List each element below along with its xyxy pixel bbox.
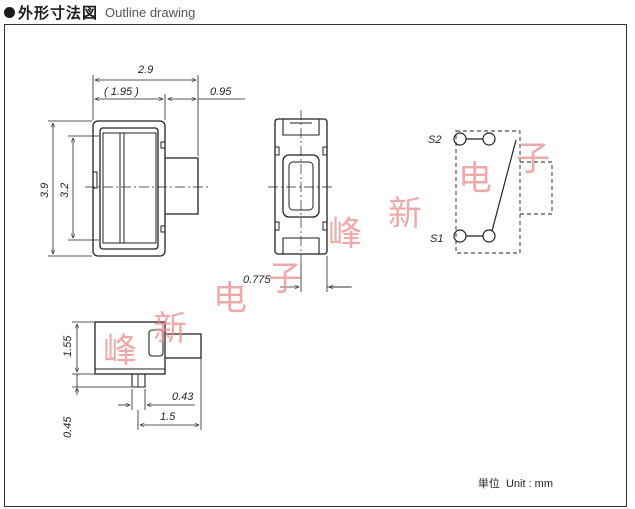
unit-note: 単位 Unit : mm [475,475,553,491]
label-side-height: 1.55 [62,335,74,357]
switch-contact-lever [491,139,517,232]
dimension-width-body [95,94,245,120]
title-english: Outline drawing [105,4,196,20]
drawing-header: 外形寸法図 Outline drawing [4,2,195,22]
label-width-actuator: 0.95 [210,86,232,98]
watermark-char-7: 电 [213,279,247,319]
watermark-char-8: 子 [268,259,302,299]
dimension-width-total [92,75,199,156]
unit-label-en: Unit : mm [505,478,553,490]
label-width-total: 2.9 [137,64,153,76]
top-view [85,120,210,257]
label-side-length: 1.5 [160,411,176,423]
dimension-side-length [137,358,202,430]
label-height-total: 3.9 [39,183,51,198]
dimension-side-height [72,321,94,375]
label-actuator-offset: 0.775 [243,274,271,286]
side-view-body [94,321,166,375]
label-width-body: ( 1.95 ) [104,86,139,98]
side-view-actuator [165,333,202,359]
watermark-char-5: 峰 [103,331,137,371]
label-s1: S1 [430,233,443,245]
title-japanese: 外形寸法図 [18,4,99,22]
label-height-body: 3.2 [59,183,71,198]
watermark-char-4: 子 [516,139,550,179]
drawing-frame [4,24,627,507]
label-terminal-width: 0.43 [172,391,194,403]
watermark-char-2: 新 [388,194,422,234]
watermark-char-3: 电 [458,159,492,199]
bullet-icon [4,6,15,18]
switch-schematic [453,130,553,254]
label-s2: S2 [428,134,441,146]
terminal-s1-right [482,229,496,243]
dimension-terminal-width [118,389,195,410]
watermark-char-1: 峰 [328,214,362,254]
terminal-s2-right [482,132,496,146]
top-view-body [92,120,166,257]
dimension-height [48,120,99,257]
unit-label-ja: 単位 [477,478,500,490]
front-view [268,110,334,262]
side-view [94,321,202,388]
dimension-actuator-offset [280,256,352,292]
watermark: 峰 新 电 子 峰 新 电 子 [103,139,550,371]
top-view-actuator [165,157,199,215]
watermark-char-6: 新 [153,309,187,349]
label-terminal-height: 0.45 [62,416,74,438]
dimension-terminal-height [72,374,131,395]
